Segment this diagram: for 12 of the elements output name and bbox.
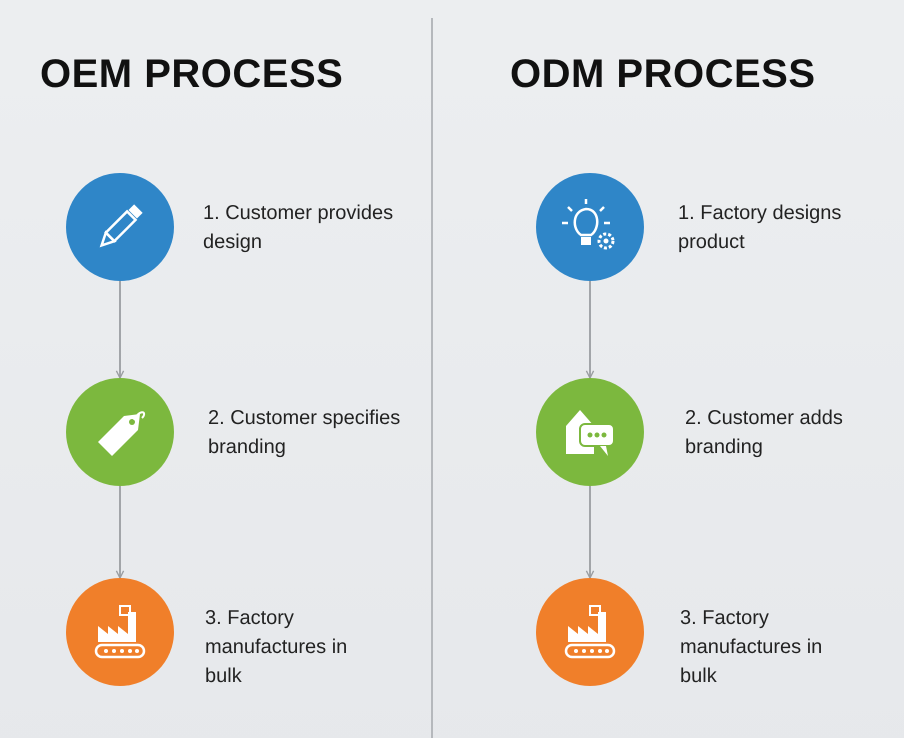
arrow	[586, 281, 594, 379]
step-text: 1. Factory designs product	[678, 201, 842, 255]
arrow	[586, 486, 594, 579]
arrow	[116, 486, 124, 579]
arrow	[116, 281, 124, 379]
step-text: 1. Customer provides design	[203, 201, 394, 255]
step-text: 3. Factory manufactures in bulk	[205, 606, 348, 689]
step-text: 2. Customer specifies branding	[208, 406, 402, 460]
section-heading: OEM PROCESS	[40, 52, 344, 97]
step-text: 2. Customer adds branding	[685, 406, 844, 460]
step-text: 3. Factory manufactures in bulk	[680, 606, 824, 689]
section-heading: ODM PROCESS	[510, 52, 816, 97]
